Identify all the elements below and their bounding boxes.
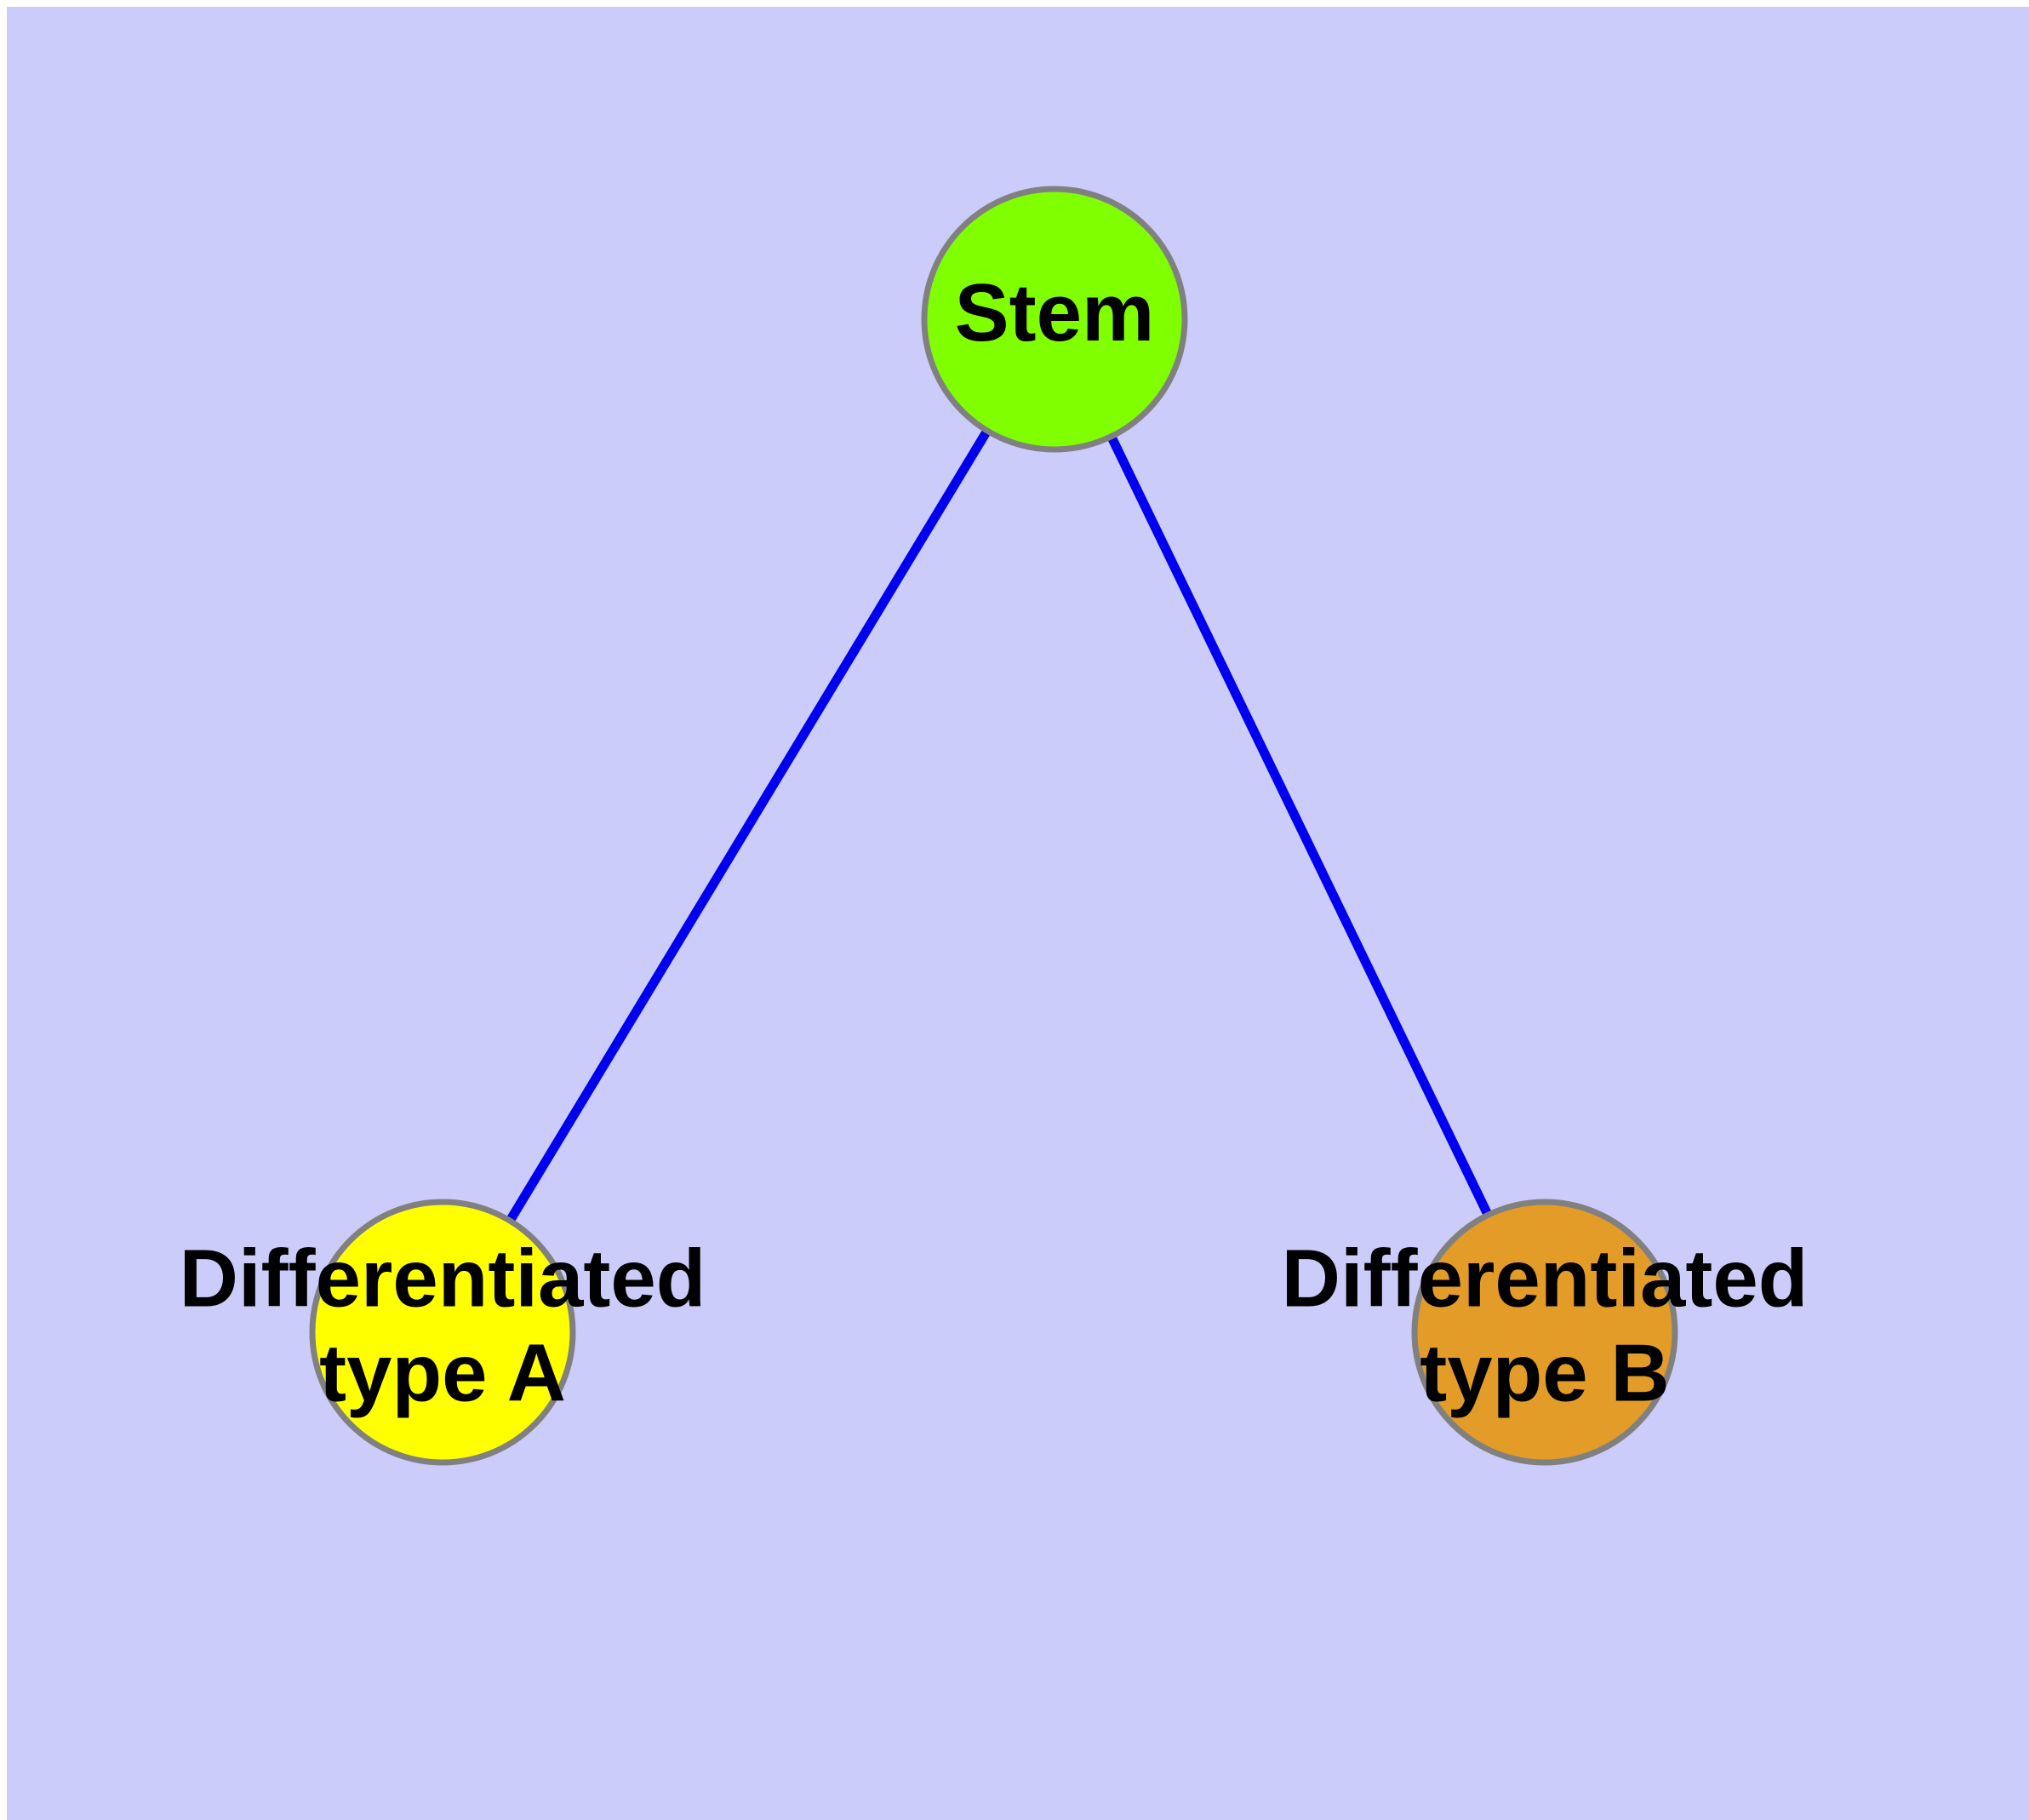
node-circle-diff_a[interactable] — [309, 1199, 576, 1466]
edge-stem-diff-a[interactable] — [438, 317, 1059, 1335]
node-circle-diff_b[interactable] — [1411, 1199, 1678, 1466]
graph-node-stem[interactable]: Stem — [921, 186, 1188, 453]
edges-layer — [438, 317, 1549, 1335]
node-label-line: type A — [319, 1328, 566, 1419]
node-label-line: type B — [1420, 1328, 1669, 1419]
node-label-stem: Stem — [955, 267, 1155, 358]
node-label-line: Differentiated — [180, 1233, 706, 1325]
node-label-line: Differentiated — [1282, 1233, 1809, 1325]
node-circle-stem[interactable] — [921, 186, 1188, 453]
node-label-line: Stem — [955, 267, 1155, 358]
edge-stem-diff-b[interactable] — [1050, 317, 1549, 1335]
